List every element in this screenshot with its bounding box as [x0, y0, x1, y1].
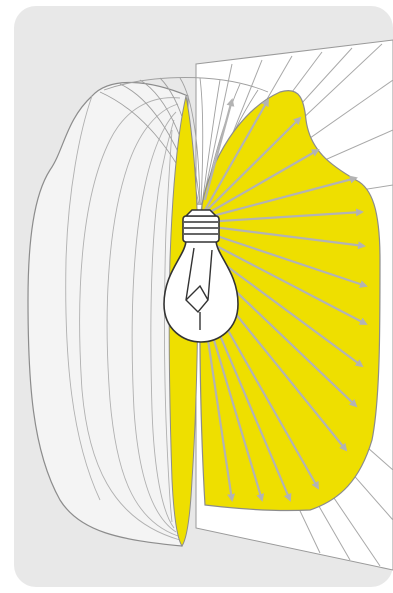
bulb-base	[183, 216, 219, 242]
bulb-cap	[186, 210, 216, 216]
